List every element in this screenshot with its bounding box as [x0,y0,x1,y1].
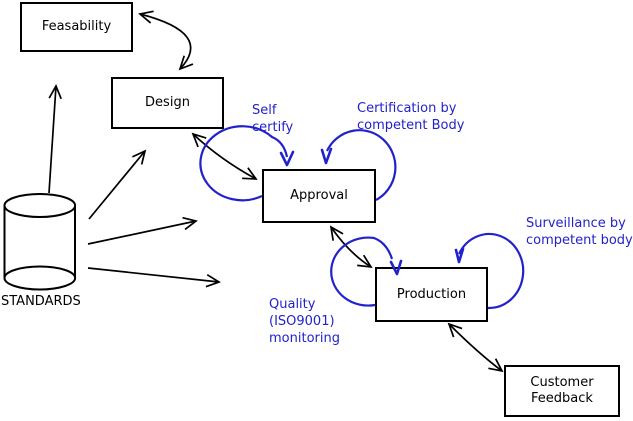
arrow-standards-to-feasability [48,84,62,194]
standards-label: STANDARDS [1,294,81,309]
arrow-design-approval [191,132,258,180]
loop-quality-monitoring [330,236,394,307]
loop-self-certify [199,125,289,202]
node-feasability: Feasability [20,2,133,52]
annotation-quality-line3: monitoring [269,331,340,346]
node-approval: Approval [262,169,376,223]
annotation-surveillance-line2: competent body [526,233,633,248]
node-production-label: Production [396,286,467,302]
node-production: Production [375,267,488,322]
arrow-standards-to-approval [87,216,198,245]
annotation-self-certify-line1: Self [252,103,277,118]
node-customer-feedback: Customer Feedback [504,365,620,417]
annotation-certification-line1: Certification by [357,101,457,116]
loop-certification [326,129,397,201]
annotation-self-certify-line2: certify [252,120,294,135]
node-design-label: Design [145,95,190,110]
annotation-certification: Certification by competent Body [357,100,464,134]
node-approval-label: Approval [290,188,348,203]
arrow-approval-production [329,225,373,269]
annotation-surveillance: Surveillance by competent body [526,215,633,249]
annotation-certification-line2: competent Body [357,118,465,133]
arrow-feasability-design [138,10,194,71]
node-design: Design [111,77,224,129]
node-customer-feedback-label-line2: Feedback [531,391,593,406]
arrow-standards-to-production [87,267,221,288]
annotation-quality-line1: Quality [269,297,316,312]
loop-surveillance [458,232,525,310]
annotation-self-certify: Self certify [252,102,293,136]
annotation-quality-monitoring: Quality (ISO9001) monitoring [269,296,340,347]
node-feasability-label: Feasability [41,19,112,34]
arrow-production-feedback [447,322,504,373]
arrow-standards-to-design [88,149,147,220]
annotation-quality-line2: (ISO9001) [269,314,335,329]
node-customer-feedback-label-line1: Customer [530,375,594,390]
standards-cylinder-icon [3,193,77,291]
annotation-surveillance-line1: Surveillance by [526,216,626,231]
